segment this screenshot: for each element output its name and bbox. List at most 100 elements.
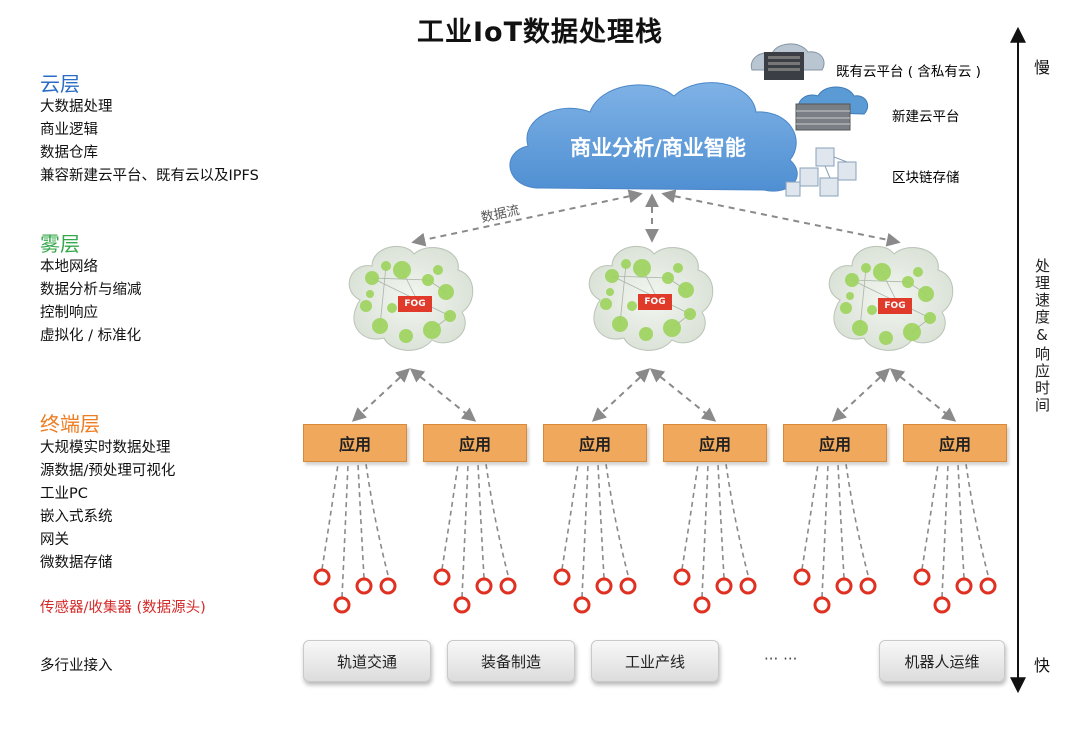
data-flow-label: 数据流 [480,203,521,226]
fog-link [611,275,669,279]
sensor-dot [693,596,711,614]
sensor-line [461,463,469,598]
fog-dot [606,288,614,296]
fog-dot [399,329,413,343]
sensor-line [597,463,605,579]
fog-dot [902,276,914,288]
sensor-dot [433,568,451,586]
fog-dot [867,305,877,315]
existing-cloud-icon [750,43,825,80]
fog-dot [600,298,612,310]
sensor-line [845,463,869,576]
fog-dot [924,312,936,324]
app-box: 应用 [783,424,887,462]
app-box: 应用 [303,424,407,462]
fog-dot [381,261,391,271]
industry-ellipsis: ··· ··· [764,650,798,668]
sensor-line [605,463,629,576]
app-box: 应用 [903,424,1007,462]
cloud-item: 商业逻辑 [40,122,98,138]
sensor-line [365,463,389,576]
sensor-line [837,463,845,579]
sensor-dot [979,577,997,595]
edge-item: 工业PC [40,486,88,502]
fog-dot [633,259,651,277]
edge-item: 微数据存储 [40,555,113,571]
fog-link [379,265,387,327]
sensor-dot [499,577,517,595]
sensor-line [717,463,725,579]
fog-dot [678,282,694,298]
fog-dot [423,321,441,339]
fog-item: 数据分析与缩减 [40,282,142,298]
axis-fast-label: 快 [1034,656,1051,675]
industry-rail-transit: 轨道交通 [303,640,431,682]
edge-item: 源数据/预处理可视化 [40,463,176,479]
industry-robot-maintenance: 机器人运维 [879,640,1005,682]
sensor-line [965,463,989,576]
fog-link [859,267,867,329]
fog-dot [639,327,653,341]
sensor-line [581,463,589,598]
sensor-dot [673,568,691,586]
business-cloud-label: 商业分析/商业智能 [570,136,746,160]
fog-dot [918,286,934,302]
fog-layer-items: 本地网络 数据分析与缩减 控制响应 虚拟化 / 标准化 [40,256,142,348]
fog-dot [846,292,854,300]
app-box: 应用 [543,424,647,462]
data-flow-arrows [411,189,901,247]
sensor-dot [379,577,397,595]
sensor-line [341,463,349,598]
app-box: 应用 [423,424,527,462]
fog-item: 虚拟化 / 标准化 [40,328,142,344]
sensor-line [321,463,339,570]
fog-dot [422,274,434,286]
sensor-line [357,463,365,579]
sensor-line [941,463,949,598]
fog-dot [360,300,372,312]
fog-dot [365,271,379,285]
sensor-layer-label: 传感器/收集器 (数据源头) [40,600,206,616]
cloud-layer-items: 大数据处理 商业逻辑 数据仓库 兼容新建云平台、既有云以及IPFS [40,96,259,188]
axis-slow-label: 慢 [1034,58,1051,77]
fog-dot [840,302,852,314]
fog-dot [621,259,631,269]
fog-dot [438,284,454,300]
fog-dot [861,263,871,273]
cloud-item: 兼容新建云平台、既有云以及IPFS [40,168,259,184]
sensor-dot [859,577,877,595]
industry-access-label: 多行业接入 [40,658,113,674]
sensor-dot [573,596,591,614]
sensor-line [701,463,709,598]
sensor-dot [475,577,493,595]
fog-item: 控制响应 [40,305,98,321]
fog-layer-heading: 雾层 [40,232,80,256]
sensor-line [485,463,509,576]
blockchain-storage-icon [785,147,857,197]
sensor-line [681,463,699,570]
axis-middle-label: 处理速度&响应时间 [1033,258,1051,414]
fog-app-arrows [351,368,957,422]
sensor-line [957,463,965,579]
cloud-item: 数据仓库 [40,145,98,161]
edge-item: 网关 [40,532,69,548]
fog-dot [684,308,696,320]
edge-item: 嵌入式系统 [40,509,113,525]
sensor-dot [553,568,571,586]
fog-dot [372,318,388,334]
platform-new-label: 新建云平台 [892,109,960,125]
industry-production-line: 工业产线 [591,640,719,682]
fog-dot [605,269,619,283]
industry-equipment-manufacturing: 装备制造 [447,640,575,682]
fog-dot [433,265,443,275]
sensor-dot [955,577,973,595]
sensor-line [561,463,579,570]
sensor-dot [453,596,471,614]
fog-dot [852,320,868,336]
fog-badge: FOG [398,296,432,312]
fog-item: 本地网络 [40,259,98,275]
app-box: 应用 [663,424,767,462]
sensor-dot [793,568,811,586]
sensor-dot [913,568,931,586]
